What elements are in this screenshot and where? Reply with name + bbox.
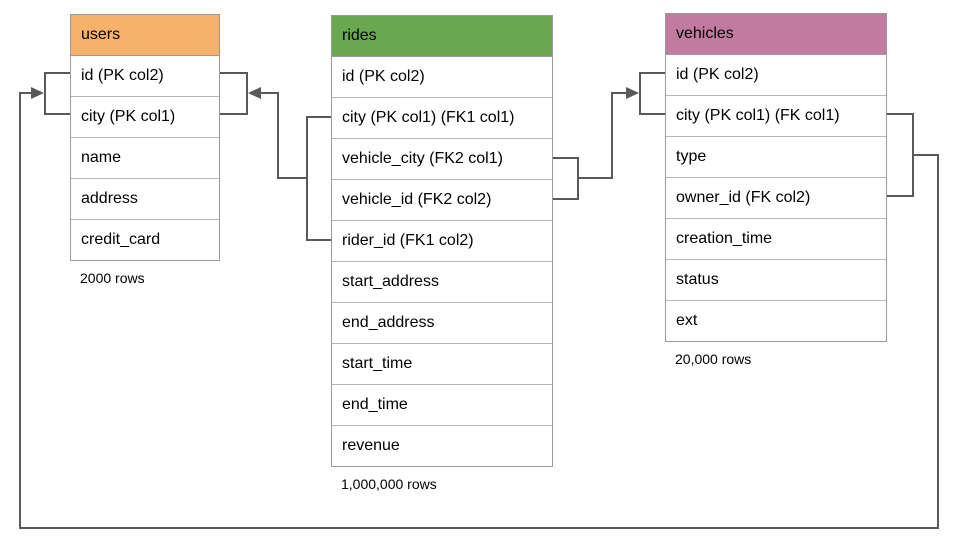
table-users-column-address: address <box>71 178 219 219</box>
table-users-header: users <box>71 15 219 55</box>
table-rides-column-revenue: revenue <box>332 425 552 466</box>
fk2-vehicles-pk-bracket <box>639 72 665 115</box>
table-rides-header: rides <box>332 16 552 56</box>
fk2-connector-line <box>578 92 626 179</box>
table-vehicles-header: vehicles <box>666 14 886 54</box>
table-rides-column-rider-id: rider_id (FK1 col2) <box>332 220 552 261</box>
table-vehicles-column-status: status <box>666 259 886 300</box>
table-users-rowcount: 2000 rows <box>80 270 145 286</box>
table-users-box: users id (PK col2) city (PK col1) name a… <box>70 14 220 261</box>
table-rides-column-city: city (PK col1) (FK1 col1) <box>332 97 552 138</box>
fk2-rides-fk-bracket <box>553 157 579 200</box>
table-rides-column-start-address: start_address <box>332 261 552 302</box>
fk3-arrowhead <box>31 87 44 99</box>
table-users-column-name: name <box>71 137 219 178</box>
fk3-connector-line <box>19 92 939 529</box>
fk1-rides-fk-bracket <box>306 116 331 241</box>
table-vehicles-rowcount: 20,000 rows <box>675 351 752 367</box>
table-vehicles-box: vehicles id (PK col2) city (PK col1) (FK… <box>665 13 887 342</box>
table-vehicles-column-owner-id: owner_id (FK col2) <box>666 177 886 218</box>
table-vehicles-column-ext: ext <box>666 300 886 341</box>
table-users-column-id: id (PK col2) <box>71 55 219 96</box>
table-rides-column-end-address: end_address <box>332 302 552 343</box>
table-rides-box: rides id (PK col2) city (PK col1) (FK1 c… <box>331 15 553 467</box>
table-rides-column-id: id (PK col2) <box>332 56 552 97</box>
fk1-users-pk-bracket <box>220 72 248 115</box>
fk3-vehicles-fk-bracket <box>887 113 914 197</box>
table-users-column-credit-card: credit_card <box>71 219 219 260</box>
fk3-users-pk-bracket <box>44 72 70 115</box>
fk1-arrowhead <box>248 87 261 99</box>
table-vehicles-column-type: type <box>666 136 886 177</box>
table-vehicles: vehicles id (PK col2) city (PK col1) (FK… <box>665 13 887 367</box>
table-rides-column-start-time: start_time <box>332 343 552 384</box>
fk1-connector-line <box>261 92 307 179</box>
table-rides-column-vehicle-city: vehicle_city (FK2 col1) <box>332 138 552 179</box>
table-vehicles-column-creation-time: creation_time <box>666 218 886 259</box>
table-vehicles-column-city: city (PK col1) (FK col1) <box>666 95 886 136</box>
table-rides-column-end-time: end_time <box>332 384 552 425</box>
table-vehicles-column-id: id (PK col2) <box>666 54 886 95</box>
table-rides: rides id (PK col2) city (PK col1) (FK1 c… <box>331 15 553 492</box>
table-users-column-city: city (PK col1) <box>71 96 219 137</box>
table-users: users id (PK col2) city (PK col1) name a… <box>70 14 220 286</box>
fk2-arrowhead <box>626 87 639 99</box>
table-rides-column-vehicle-id: vehicle_id (FK2 col2) <box>332 179 552 220</box>
table-rides-rowcount: 1,000,000 rows <box>341 476 437 492</box>
